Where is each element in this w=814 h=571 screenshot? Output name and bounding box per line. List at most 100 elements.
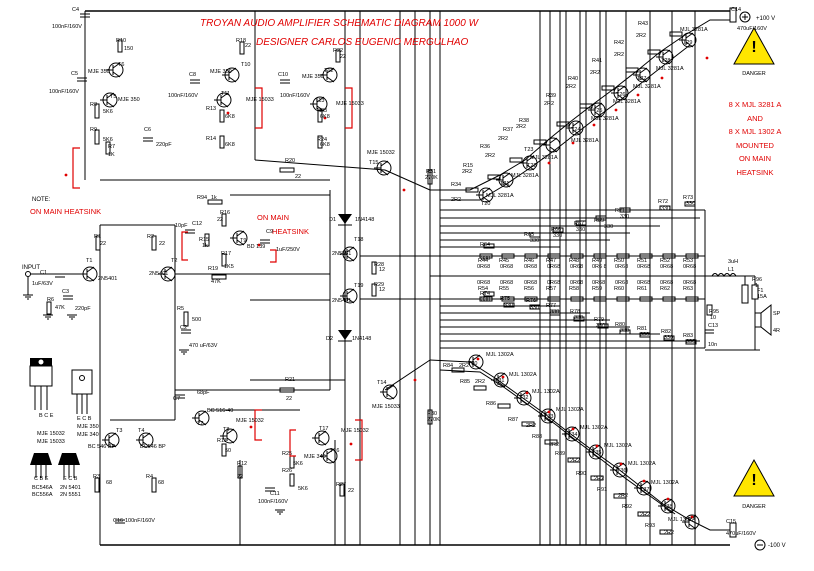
component-label: R22 xyxy=(333,48,343,54)
svg-text:8 X MJL 1302 A: 8 X MJL 1302 A xyxy=(729,127,782,136)
component-label: R96 xyxy=(752,277,762,283)
ground-symbols xyxy=(43,314,285,515)
component-label: 330 xyxy=(686,339,695,345)
component-label: 2R2 xyxy=(594,476,604,482)
component-label: T2 xyxy=(171,258,177,264)
component-label: MJE 350 xyxy=(302,74,324,80)
resistor xyxy=(570,296,584,302)
component-label: 2R2 xyxy=(590,70,600,76)
component-label: 1uF/250V xyxy=(276,247,300,253)
component-label: R72 xyxy=(658,199,668,205)
component-label: 5K6 xyxy=(298,486,308,492)
component-label: R43 xyxy=(638,21,648,27)
resistor xyxy=(663,335,675,341)
component-label: 2R2 xyxy=(485,153,495,159)
component-label: R73 xyxy=(683,195,693,201)
component-label: BC546A xyxy=(32,485,53,491)
component-label: 330 xyxy=(661,206,670,212)
component-label: BC556A xyxy=(32,492,53,498)
component-label: 0R68 xyxy=(592,280,605,286)
ground-icon xyxy=(275,509,285,515)
component-label: R51 xyxy=(637,258,647,264)
resistor xyxy=(552,227,564,233)
resistor xyxy=(639,332,651,338)
component-label: R89 xyxy=(594,218,604,224)
component-label: T24 xyxy=(571,127,580,133)
resistor xyxy=(597,323,609,329)
component-label: MJL 3281A xyxy=(511,173,539,179)
resistor xyxy=(575,220,587,226)
component-label: 22 xyxy=(295,174,301,180)
svg-text:ON MAIN: ON MAIN xyxy=(739,154,771,163)
component-label: C B E xyxy=(34,476,49,482)
resistor xyxy=(221,443,227,457)
component-label: R78 xyxy=(570,309,580,315)
component-label: 500 xyxy=(192,317,201,323)
component-label: MJE 15033 xyxy=(246,97,274,103)
component-label: 2R2 xyxy=(570,458,580,464)
component-label: R19 xyxy=(208,266,218,272)
component-label: 2R2 xyxy=(462,169,472,175)
component-label: 6K8 xyxy=(225,114,235,120)
fuse-value: 15A xyxy=(757,294,767,300)
component-label: R45 xyxy=(499,258,509,264)
transistor xyxy=(80,266,98,282)
transistor xyxy=(220,428,238,444)
output-network xyxy=(705,273,772,351)
svg-text:HEATSINK: HEATSINK xyxy=(737,168,774,177)
component-label: 330 xyxy=(481,297,490,303)
heatsink-note-heatsink: HEATSINK xyxy=(272,227,309,236)
input-label: INPUT xyxy=(22,265,40,271)
resistor xyxy=(567,457,581,463)
component-label: R42 xyxy=(614,40,624,46)
component-label: 1uF/63V xyxy=(32,281,53,287)
transistor xyxy=(496,172,514,188)
component-label: 2R2 xyxy=(498,136,508,142)
component-label: R61 xyxy=(637,286,647,292)
component-label: T17 xyxy=(319,426,328,432)
resistor xyxy=(221,253,227,267)
speaker-impedance: 4R xyxy=(773,328,780,334)
capacitor xyxy=(143,137,153,142)
component-label: C4 xyxy=(72,7,79,13)
component-label: MJE 15033 xyxy=(37,439,65,445)
component-label: C9 xyxy=(266,229,273,235)
component-label: C10 xyxy=(278,72,288,78)
component-label: 2R2 xyxy=(614,52,624,58)
component-label: T13 xyxy=(315,98,324,104)
transistor xyxy=(466,354,484,370)
fuse-label: F1 xyxy=(757,288,763,294)
component-label: 0R68 xyxy=(547,280,560,286)
mounting-note: 8 X MJL 3281 A AND 8 X MJL 1302 A MOUNTE… xyxy=(729,100,782,177)
resistor xyxy=(151,235,157,251)
resistor xyxy=(204,233,210,247)
capacitor xyxy=(260,239,270,244)
component-label: MJL 1302A xyxy=(604,443,632,449)
component-label: 0R68 xyxy=(524,264,537,270)
component-label: T1 xyxy=(86,258,92,264)
component-label: 220pF xyxy=(156,142,172,148)
component-label: R8 xyxy=(90,102,97,108)
resistor xyxy=(616,296,630,302)
component-label: 100nF/160V xyxy=(125,518,155,524)
package-to126 xyxy=(71,369,93,414)
transistor xyxy=(491,372,509,388)
component-label: C1 xyxy=(40,270,47,276)
component-label: 12 xyxy=(379,267,385,273)
resistor xyxy=(151,477,157,493)
component-label: 2R2 xyxy=(526,423,536,429)
component-label: MJE 350 xyxy=(118,97,140,103)
component-label: R17 xyxy=(221,251,231,257)
component-label: 150 xyxy=(124,46,133,52)
component-label: 12 xyxy=(379,287,385,293)
component-label: 2R2 xyxy=(618,493,628,499)
component-label: R24 xyxy=(317,137,327,143)
component-label: R89 xyxy=(555,451,565,457)
component-label: 22 xyxy=(217,217,223,223)
component-label: T37 xyxy=(640,487,649,493)
component-label: 0R68 xyxy=(615,264,628,270)
component-label: R66 xyxy=(551,227,561,233)
component-label: 5K6 xyxy=(103,137,113,143)
component-label: R40 xyxy=(568,76,578,82)
